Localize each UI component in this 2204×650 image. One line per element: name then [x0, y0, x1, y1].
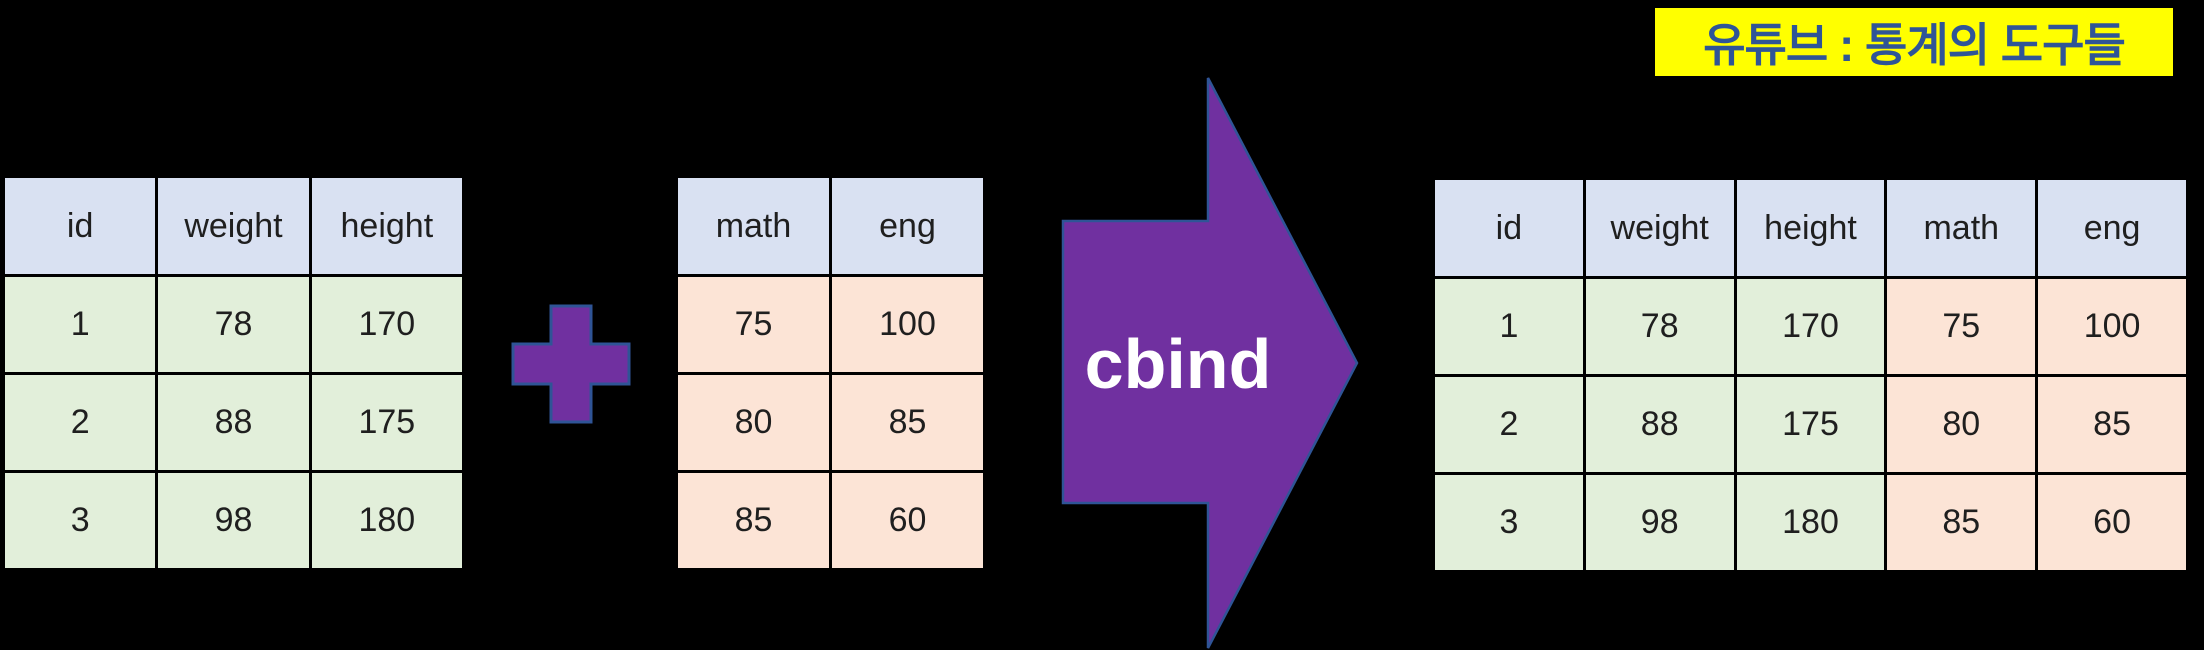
table-cell: 98 — [155, 470, 312, 571]
table-row: 2 88 175 80 85 — [1432, 374, 2189, 475]
table-row: 80 85 — [675, 372, 986, 473]
column-header: height — [308, 175, 466, 277]
table-cell: 175 — [1733, 374, 1888, 475]
column-header: id — [1, 175, 159, 277]
column-header: math — [1884, 177, 2039, 279]
column-header: eng — [2035, 177, 2189, 279]
column-header: id — [1432, 177, 1586, 279]
table-cell: 3 — [1, 470, 159, 571]
scores-table: math eng 75 100 80 85 85 60 — [675, 175, 986, 571]
table-cell: 75 — [675, 274, 832, 375]
table-cell: 170 — [1733, 276, 1888, 377]
table-cell: 78 — [155, 274, 312, 375]
result-table: id weight height math eng 1 78 170 75 10… — [1432, 177, 2189, 573]
table-cell: 75 — [1884, 276, 2039, 377]
table-cell: 100 — [2035, 276, 2189, 377]
table-cell: 85 — [675, 470, 832, 571]
table-cell: 88 — [155, 372, 312, 473]
cbind-arrow — [1061, 77, 1359, 649]
table-row: 85 60 — [675, 470, 986, 571]
table-cell: 85 — [1884, 472, 2039, 573]
table-cell: 85 — [829, 372, 986, 473]
table-cell: 1 — [1, 274, 159, 375]
table-cell: 98 — [1582, 472, 1737, 573]
channel-banner: 유튜브 : 통계의 도구들 — [1655, 8, 2173, 76]
table-cell: 80 — [675, 372, 832, 473]
table-row: 3 98 180 — [1, 470, 466, 571]
table-header-row: id weight height — [1, 175, 466, 277]
table-cell: 88 — [1582, 374, 1737, 475]
cbind-label: cbind — [1084, 325, 1272, 403]
column-header: math — [675, 175, 832, 277]
table-cell: 175 — [308, 372, 466, 473]
table-row: 1 78 170 — [1, 274, 466, 375]
table-cell: 180 — [1733, 472, 1888, 573]
table-cell: 2 — [1432, 374, 1586, 475]
table-row: 2 88 175 — [1, 372, 466, 473]
column-header: height — [1733, 177, 1888, 279]
table-cell: 100 — [829, 274, 986, 375]
column-header: weight — [1582, 177, 1737, 279]
banner-text: 유튜브 : 통계의 도구들 — [1703, 19, 2126, 71]
table-cell: 1 — [1432, 276, 1586, 377]
table-cell: 78 — [1582, 276, 1737, 377]
table-header-row: math eng — [675, 175, 986, 277]
column-header: weight — [155, 175, 312, 277]
column-header: eng — [829, 175, 986, 277]
left-table: id weight height 1 78 170 2 88 175 3 98 … — [1, 175, 466, 571]
table-row: 1 78 170 75 100 — [1432, 276, 2189, 377]
plus-icon — [511, 304, 631, 424]
table-cell: 60 — [2035, 472, 2189, 573]
table-row: 75 100 — [675, 274, 986, 375]
table-row: 3 98 180 85 60 — [1432, 472, 2189, 573]
table-cell: 170 — [308, 274, 466, 375]
table-cell: 3 — [1432, 472, 1586, 573]
table-header-row: id weight height math eng — [1432, 177, 2189, 279]
table-cell: 85 — [2035, 374, 2189, 475]
table-cell: 180 — [308, 470, 466, 571]
table-cell: 2 — [1, 372, 159, 473]
table-cell: 80 — [1884, 374, 2039, 475]
table-cell: 60 — [829, 470, 986, 571]
